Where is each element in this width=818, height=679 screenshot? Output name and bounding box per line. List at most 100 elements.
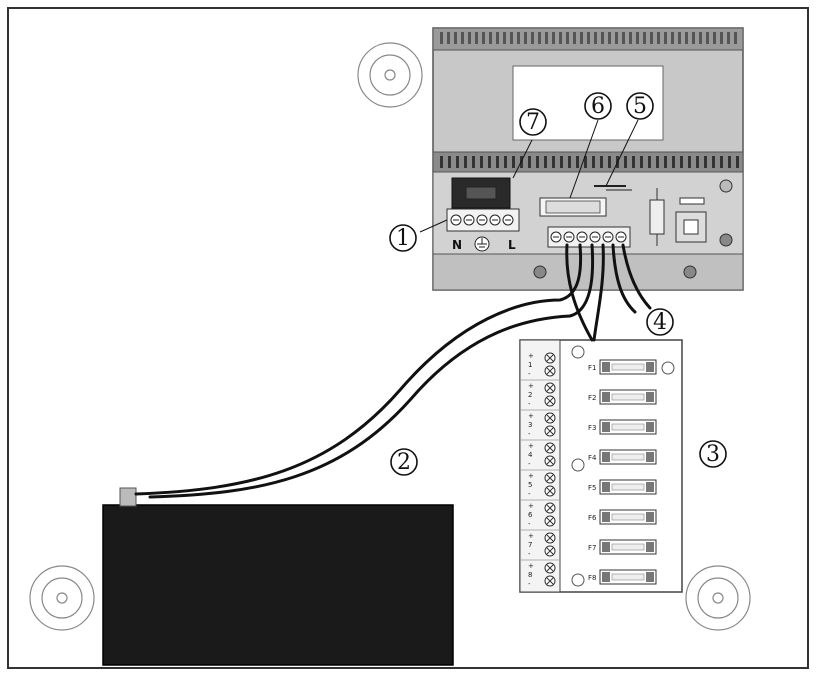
terminal-screw-icon xyxy=(544,485,556,497)
vent-slot xyxy=(692,32,695,44)
vent-slot xyxy=(671,32,674,44)
output-fuse xyxy=(539,197,607,217)
terminal-screw-icon xyxy=(502,214,514,226)
terminal-screw-icon xyxy=(544,472,556,484)
callout-number: 3 xyxy=(706,442,720,467)
fuse-label: F2 xyxy=(588,394,596,402)
vent-slot xyxy=(601,32,604,44)
board-supply-wires xyxy=(565,243,605,342)
fuse-holder xyxy=(599,539,657,555)
terminal-screw-icon xyxy=(563,231,575,243)
vent-slot xyxy=(566,32,569,44)
callout-3: 3 xyxy=(699,440,727,468)
fuse-row: +8-F8 xyxy=(528,562,657,588)
callout-7: 7 xyxy=(519,108,547,136)
vent-slot xyxy=(468,32,471,44)
vent-slot xyxy=(536,156,539,168)
terminal-screw-icon xyxy=(544,442,556,454)
vent-slot xyxy=(685,32,688,44)
minus-label: - xyxy=(528,550,531,558)
vent-slot xyxy=(517,32,520,44)
tamper-switch xyxy=(675,197,707,243)
vent-slot xyxy=(643,32,646,44)
vent-slot xyxy=(713,32,716,44)
fuse-holder xyxy=(599,419,657,435)
callout-number: 1 xyxy=(396,226,410,251)
vent-slot xyxy=(552,156,555,168)
callout-number: 5 xyxy=(633,94,647,119)
screw-icon xyxy=(683,265,697,279)
plus-label: + xyxy=(528,472,534,480)
vent-slot xyxy=(475,32,478,44)
output-number-label: 4 xyxy=(528,451,533,459)
vent-slot xyxy=(464,156,467,168)
minus-label: - xyxy=(528,430,531,438)
vent-slot xyxy=(496,32,499,44)
callout-number: 6 xyxy=(591,94,605,119)
fuse-holder xyxy=(599,449,657,465)
vent-slot xyxy=(636,32,639,44)
vent-slot xyxy=(472,156,475,168)
vent-slot xyxy=(734,32,737,44)
terminal-screw-icon xyxy=(544,455,556,467)
fuse-row: +1-F1 xyxy=(520,352,657,381)
fuse-holder xyxy=(599,509,657,525)
terminal-screw-icon xyxy=(544,395,556,407)
battery-terminal xyxy=(119,487,137,507)
minus-label: - xyxy=(528,370,531,378)
vent-slot xyxy=(720,32,723,44)
vent-slot xyxy=(559,32,562,44)
plus-label: + xyxy=(528,562,534,570)
vent-slot xyxy=(496,156,499,168)
vent-slot xyxy=(696,156,699,168)
vent-slot xyxy=(573,32,576,44)
vent-slot xyxy=(594,32,597,44)
vent-slot xyxy=(461,32,464,44)
mains-terminal-block: N L xyxy=(446,208,520,252)
fuse-row: +6-F6 xyxy=(520,502,657,531)
fuse-holder xyxy=(599,389,657,405)
vent-slot xyxy=(600,156,603,168)
vent-slot xyxy=(706,32,709,44)
terminal-screw-icon xyxy=(450,214,462,226)
vent-slot xyxy=(657,32,660,44)
vent-slot xyxy=(608,156,611,168)
vent-slot xyxy=(552,32,555,44)
plus-label: + xyxy=(528,352,534,360)
output-number-label: 6 xyxy=(528,511,533,519)
fuse-label: F5 xyxy=(588,484,596,492)
vent-slot xyxy=(704,156,707,168)
vent-slot xyxy=(560,156,563,168)
vent-slot xyxy=(728,156,731,168)
terminal-screw-icon xyxy=(544,545,556,557)
fuse-distribution-board: +1-F1+2-F2+3-F3+4-F4+5-F5+6-F6+7-F7+8-F8 xyxy=(519,339,683,593)
vent-slot xyxy=(488,156,491,168)
fuse-label: F6 xyxy=(588,514,597,522)
mounting-hole-bottom-right xyxy=(685,565,751,631)
callout-6: 6 xyxy=(584,92,612,120)
output-number-label: 1 xyxy=(528,361,532,369)
terminal-screw-icon xyxy=(544,352,556,364)
vent-slot xyxy=(544,156,547,168)
fuse-label: F7 xyxy=(588,544,596,552)
terminal-screw-icon xyxy=(544,412,556,424)
earth-ground-icon xyxy=(474,236,490,252)
terminal-screw-icon xyxy=(544,365,556,377)
mounting-hole-top-left xyxy=(357,42,423,108)
terminal-screw-icon xyxy=(615,231,627,243)
vent-slot xyxy=(576,156,579,168)
vent-slot xyxy=(568,156,571,168)
vent-slot xyxy=(480,156,483,168)
fuse-row: +4-F4 xyxy=(520,442,657,471)
vent-slot xyxy=(664,32,667,44)
indicator-led xyxy=(594,185,632,191)
terminal-screw-icon xyxy=(544,562,556,574)
vent-slot xyxy=(712,156,715,168)
vent-slot xyxy=(580,32,583,44)
minus-label: - xyxy=(528,400,531,408)
vent-slot xyxy=(656,156,659,168)
terminal-screw-icon xyxy=(544,575,556,587)
vent-slot xyxy=(592,156,595,168)
